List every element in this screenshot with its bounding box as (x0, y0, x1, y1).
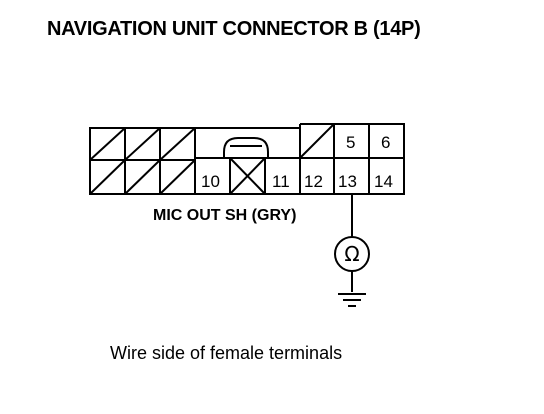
diagram-title: NAVIGATION UNIT CONNECTOR B (14P) (47, 18, 421, 40)
pin-12-label: 12 (304, 172, 323, 191)
connector-body (89, 123, 405, 195)
ohm-symbol: Ω (344, 242, 359, 266)
pin-11-label: 11 (272, 172, 290, 191)
pin-14-label: 14 (374, 172, 393, 191)
pin-13-label: 13 (338, 172, 357, 191)
wire-label: MIC OUT SH (GRY) (153, 207, 296, 224)
connector-lock-tab (223, 137, 269, 158)
diagram-caption: Wire side of female terminals (110, 343, 343, 363)
pin-6-label: 6 (381, 133, 390, 152)
pin-5-label: 5 (346, 133, 355, 152)
ohmmeter-icon: Ω (334, 236, 370, 272)
ground-icon (338, 293, 366, 307)
pin-10-label: 10 (201, 172, 220, 191)
